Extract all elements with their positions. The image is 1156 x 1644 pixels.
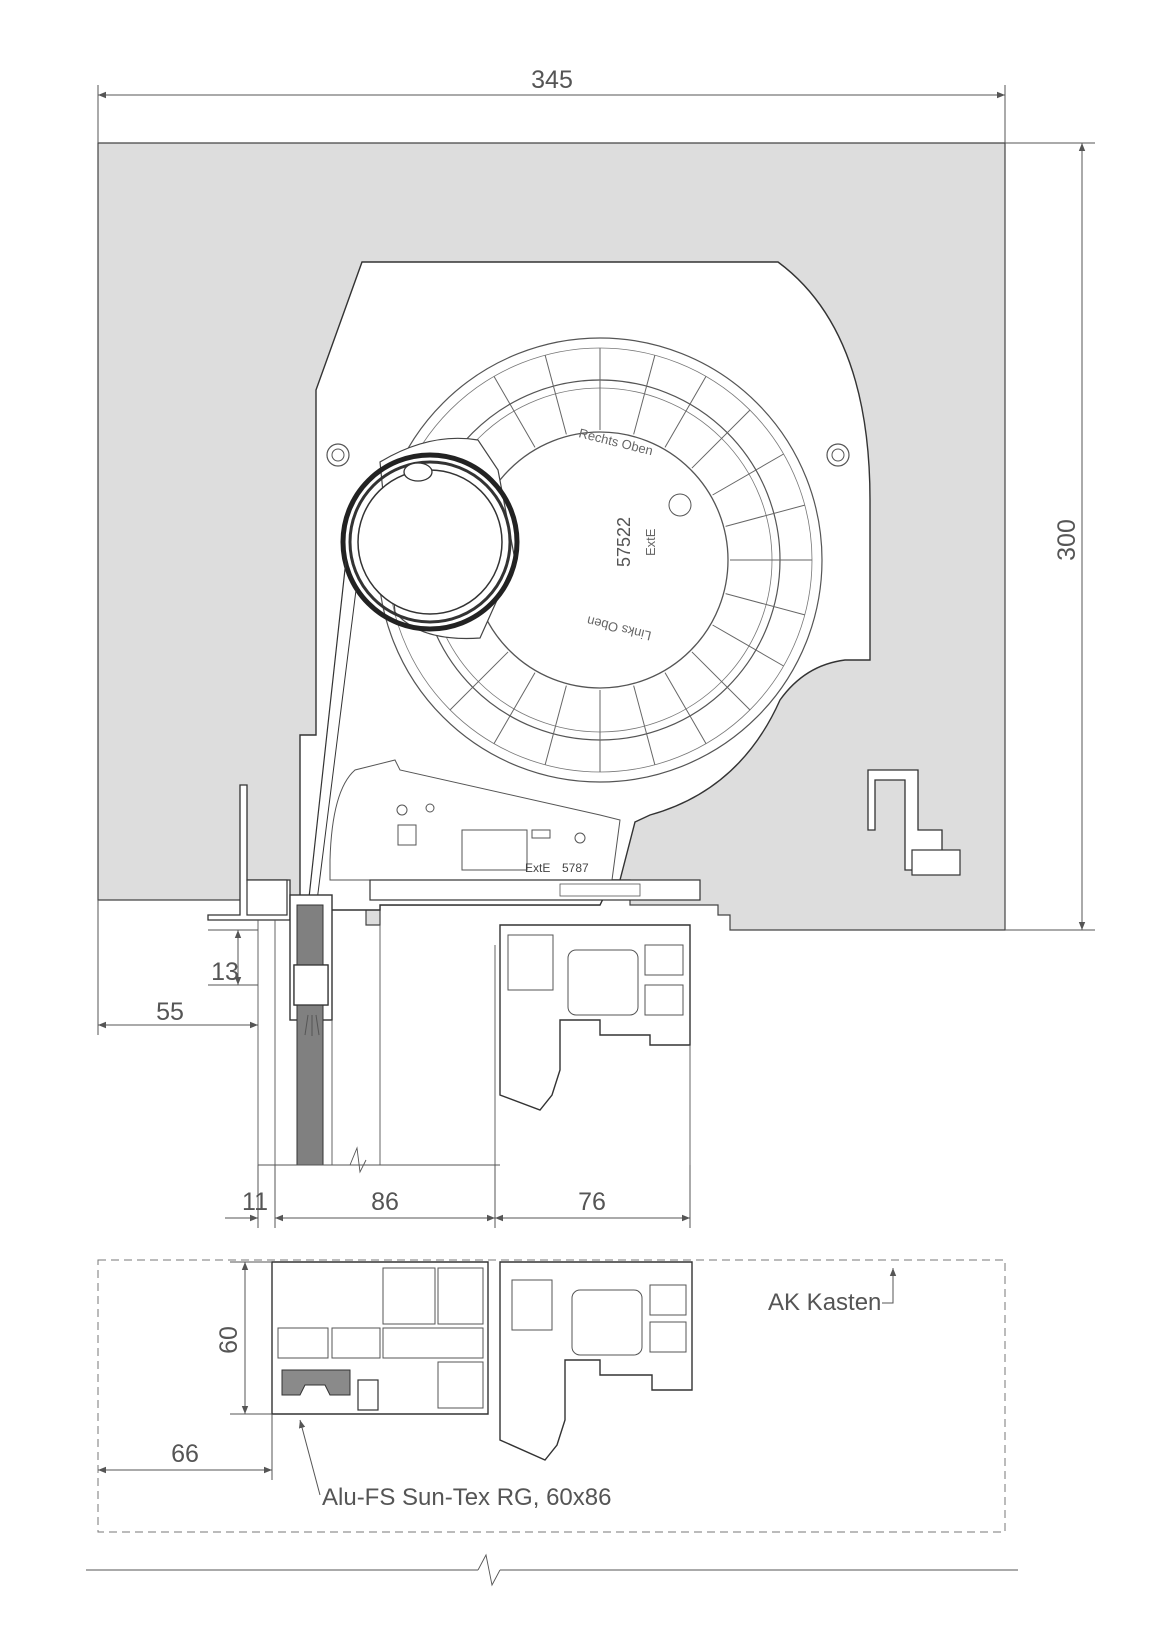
roller-shutter-box: Rechts Oben Links Oben 57522 ExtE 5787 E…: [97, 142, 1006, 931]
mount-hole-right: [826, 443, 850, 467]
lower-sash-profile: [499, 1261, 693, 1461]
sash-chamber-3: [644, 944, 684, 976]
lower-section: [86, 1259, 1018, 1587]
cover-slot-2: [461, 829, 528, 871]
right-end-foot: [911, 849, 961, 876]
ak-kasten-outline: [97, 1259, 1006, 1533]
cover-spoke: [712, 624, 784, 667]
cover-hole-c: [574, 832, 586, 844]
annotations: AK Kasten Alu-FS Sun-Tex RG, 60x86: [298, 1268, 897, 1511]
dim-13-label: 13: [211, 958, 239, 986]
cover-slot-3: [531, 829, 551, 839]
ak-kasten-leader: [882, 1268, 897, 1304]
hub-small-hole: [668, 493, 692, 517]
cover-spoke: [449, 651, 509, 711]
alu-seal: [281, 1369, 351, 1396]
curtain-coil-outer: [340, 452, 520, 632]
frame-top-bar-inner: [559, 883, 641, 897]
cover-hole-b: [425, 803, 435, 813]
sash-chamber-4: [644, 984, 684, 1016]
ak-kasten-label: AK Kasten: [768, 1289, 881, 1316]
curtain-slat-cover: [293, 964, 329, 1006]
cover-spoke: [493, 376, 536, 448]
brush-3: [315, 1014, 320, 1036]
guide-rail: [289, 894, 333, 1166]
break-mark: [349, 1146, 367, 1174]
sash-chamber-1: [507, 934, 554, 991]
mount-hole-left: [326, 443, 350, 467]
cover-spoke: [712, 453, 784, 496]
dim-60-label: 60: [215, 1326, 243, 1354]
lower-sash-chamber-1: [511, 1279, 553, 1331]
marking-brand-cover: ExtE: [643, 528, 658, 556]
alu-chamber-2: [437, 1267, 484, 1325]
alu-chamber-3: [277, 1327, 329, 1359]
cover-bottom-body: [329, 759, 621, 881]
plaster-rail-profile: [246, 879, 288, 916]
brush-1: [304, 1014, 309, 1036]
profile-note-label: Alu-FS Sun-Tex RG, 60x86: [322, 1484, 611, 1511]
curtain-line-1: [305, 559, 347, 926]
bottom-break-mark: [477, 1553, 501, 1587]
lower-sash-chamber-2: [571, 1289, 643, 1356]
curtain-coil-core: [357, 469, 503, 615]
cover-spoke: [633, 355, 656, 435]
curtain-slat: [296, 904, 324, 1166]
dim-55-label: 55: [156, 998, 184, 1026]
profile-note-leader: [298, 1419, 321, 1496]
sash-chamber-2: [567, 949, 639, 1016]
lower-sash-chamber-3: [649, 1284, 687, 1316]
cover-spokes: [449, 348, 812, 772]
mount-hole-right-inner: [831, 448, 845, 462]
dimensions: 345 300 13 55 11 86 76 60 66: [97, 66, 1095, 1480]
cover-spoke: [493, 672, 536, 744]
dim-76-label: 76: [578, 1188, 606, 1216]
cover-spoke: [691, 651, 751, 711]
cover-spoke: [664, 376, 707, 448]
dim-11-label: 11: [242, 1188, 268, 1216]
window-frame-upper: [257, 920, 691, 1174]
marking-part-number: 57522: [614, 517, 634, 567]
right-end-profile: [867, 769, 943, 871]
lower-sash-chamber-4: [649, 1321, 687, 1353]
coil-clip: [403, 462, 433, 482]
dim-345-label: 345: [531, 66, 573, 94]
cover-spoke: [633, 685, 656, 765]
alu-chamber-5: [382, 1327, 484, 1359]
frame-top-bar: [369, 879, 701, 901]
cover-spoke: [664, 672, 707, 744]
alu-chamber-6: [437, 1361, 484, 1409]
mount-hole-left-inner: [331, 448, 345, 462]
curtain-line-2: [313, 589, 357, 926]
cover-hole-a: [396, 804, 408, 816]
cover-spoke: [725, 504, 805, 527]
marking-brand-frame: ExtE: [525, 861, 550, 875]
cover-slot-1: [397, 824, 417, 846]
dim-86-label: 86: [371, 1188, 399, 1216]
dim-300-label: 300: [1053, 519, 1081, 561]
cover-spoke: [544, 355, 567, 435]
alu-chamber-4: [331, 1327, 381, 1359]
dim-66-label: 66: [171, 1440, 199, 1468]
curtain-coil: [348, 460, 512, 624]
marking-frame-part: 5787: [562, 861, 589, 875]
alu-chamber-1: [382, 1267, 436, 1325]
cover-spoke: [691, 409, 751, 469]
cover-spoke: [725, 593, 805, 616]
cover-spoke: [544, 685, 567, 765]
sash-profile: [499, 924, 691, 1111]
alu-clip: [357, 1379, 379, 1411]
